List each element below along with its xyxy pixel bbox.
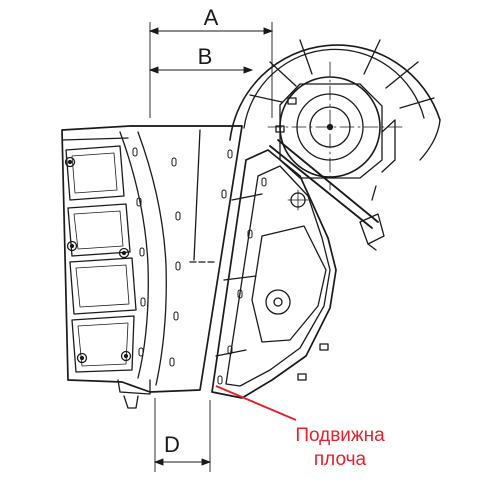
dimension-a-label: A bbox=[204, 5, 219, 30]
eccentric-shaft bbox=[267, 61, 405, 191]
pivot-pin bbox=[287, 189, 309, 211]
frame-bolts bbox=[64, 156, 132, 364]
callout-label: Подвижна плоча bbox=[280, 424, 400, 472]
dimension-b-label: B bbox=[198, 44, 213, 69]
dimension-b: B bbox=[148, 44, 254, 74]
dimension-d: D bbox=[153, 398, 212, 472]
small-nuts bbox=[275, 97, 329, 381]
flywheel bbox=[229, 39, 441, 161]
frame-feet bbox=[117, 379, 151, 409]
movable-jaw bbox=[211, 149, 337, 399]
tie-rod bbox=[269, 139, 385, 251]
callout-leader bbox=[215, 385, 297, 421]
callout-line-1: Подвижна bbox=[295, 425, 385, 446]
callout-line-2: плоча bbox=[313, 449, 367, 470]
jaw-plate-slots bbox=[132, 147, 233, 367]
movable-jaw-slots bbox=[217, 177, 267, 385]
fixed-jaw-frame bbox=[61, 125, 243, 393]
dimension-d-label: D bbox=[164, 432, 180, 457]
frame-pockets bbox=[65, 145, 137, 373]
dimension-a: A bbox=[148, 5, 274, 118]
